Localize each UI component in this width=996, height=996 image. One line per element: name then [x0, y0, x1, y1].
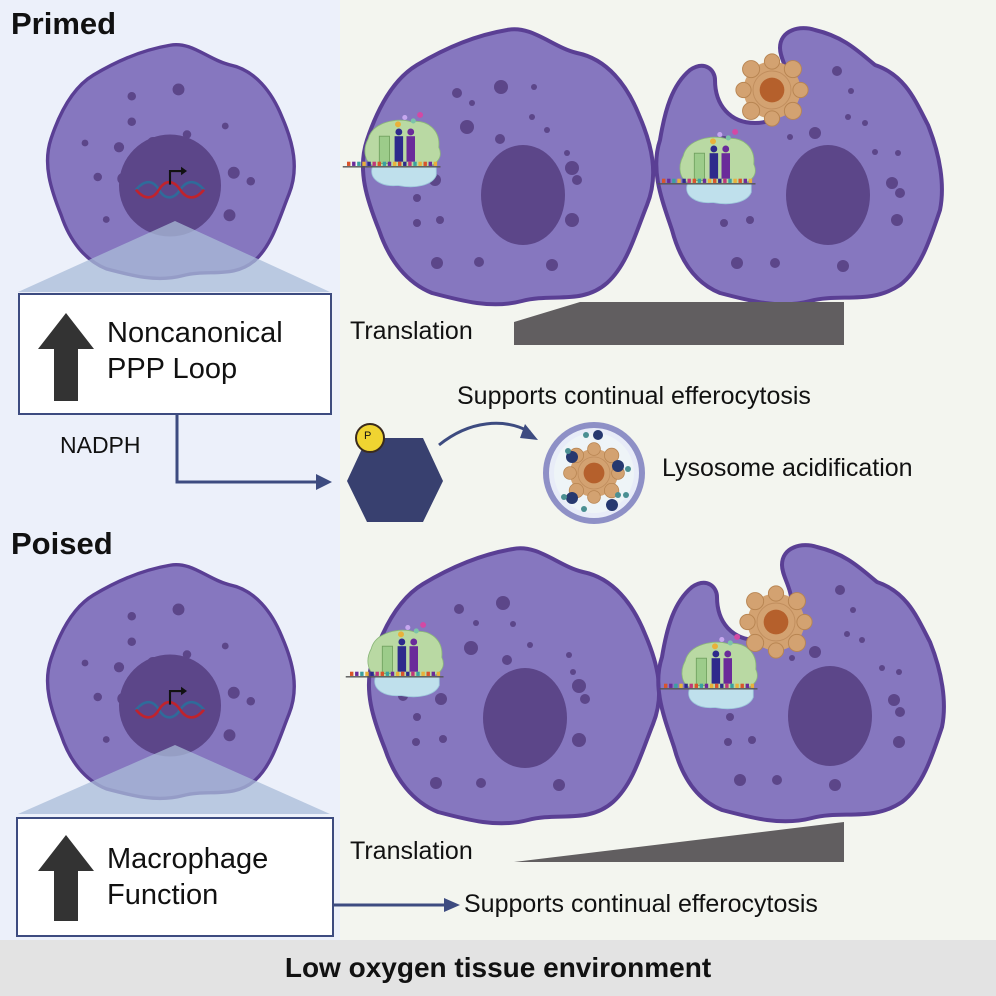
phosphorylated-sugar-hexagon: [347, 438, 443, 522]
zoom-wedge: [18, 745, 330, 814]
arrow-head: [444, 898, 460, 912]
poised-macrophage-cell: [45, 562, 296, 801]
zoom-wedge: [18, 221, 330, 292]
lysosome-acidification-label: Lysosome acidification: [662, 454, 913, 482]
diagram-canvas: [18, 26, 946, 912]
arrow-head: [316, 474, 332, 490]
curved-arrow: [438, 421, 531, 447]
nucleus: [786, 145, 870, 245]
translation-bar-high: [514, 302, 844, 345]
macrophage-function-box: Macrophage Function: [16, 817, 334, 937]
macrophage-cell-engulfing: [656, 543, 946, 824]
box-line-2: PPP Loop: [107, 353, 238, 385]
supports-efferocytosis-label-bottom: Supports continual efferocytosis: [464, 890, 818, 918]
supports-efferocytosis-label-top: Supports continual efferocytosis: [457, 382, 811, 410]
lysosome-icon: [543, 422, 645, 524]
box-title: Noncanonical PPP Loop: [107, 315, 283, 387]
poised-title: Poised: [11, 526, 113, 561]
footer-label: Low oxygen tissue environment: [284, 952, 712, 983]
macrophage-cell-translating: [345, 546, 662, 826]
nadph-connector-line: [175, 413, 318, 484]
macrophage-cell-translating: [342, 27, 656, 307]
arrow-head: [520, 424, 538, 440]
up-arrow-icon: [38, 313, 94, 401]
phosphate-label: P: [364, 430, 372, 442]
nucleus: [483, 668, 567, 768]
box-title: Macrophage Function: [107, 841, 268, 913]
translation-bar-gradual: [514, 822, 844, 862]
primed-title: Primed: [11, 6, 117, 41]
environment-footer: Low oxygen tissue environment: [0, 940, 996, 996]
nucleus: [788, 666, 872, 766]
apoptotic-cell-icon: [735, 53, 809, 127]
ribosome-icon: [345, 621, 445, 698]
translation-label-top: Translation: [350, 317, 473, 345]
box-line-1: Noncanonical: [107, 317, 283, 349]
nadph-label: NADPH: [60, 432, 141, 458]
ribosome-icon: [342, 111, 442, 188]
noncanonical-ppp-loop-box: Noncanonical PPP Loop: [18, 293, 332, 415]
box-line-2: Function: [107, 879, 219, 911]
translation-label-bottom: Translation: [350, 837, 473, 865]
up-arrow-icon: [38, 835, 94, 921]
phosphate-icon: [355, 423, 385, 453]
nucleus: [481, 145, 565, 245]
primed-macrophage-cell: [45, 42, 296, 281]
box-line-1: Macrophage: [107, 843, 269, 875]
macrophage-cell-engulfing: [654, 26, 944, 307]
apoptotic-cell-icon: [739, 585, 813, 659]
